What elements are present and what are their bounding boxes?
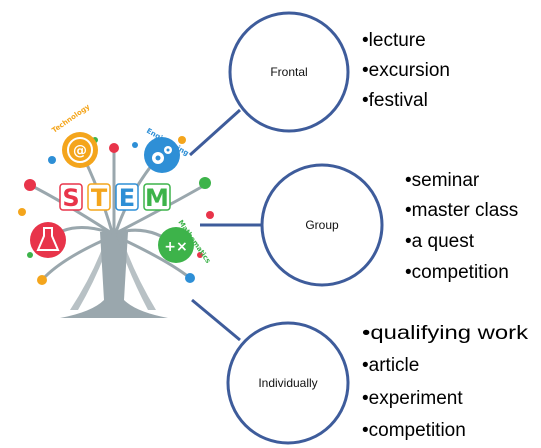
engineering-badge: Engineering [144, 127, 190, 173]
frontal-circle [228, 11, 350, 133]
stem-tree-illustration: @ Technology Engineering Science +× Math… [18, 102, 214, 318]
frontal-item-3: •festival [362, 90, 428, 111]
stem-letters: S T E M [59, 183, 171, 212]
form-individually: Individually •qualifying work •article •… [226, 321, 529, 445]
frontal-label: Frontal [270, 65, 307, 79]
individually-item-1: •qualifying work [362, 323, 529, 344]
group-item-2: •master class [405, 200, 518, 221]
tree-trunk [60, 232, 168, 318]
stem-letter-s: S [62, 184, 79, 212]
stem-letter-m: M [145, 184, 169, 212]
stem-letter-e: E [119, 184, 135, 212]
technology-label: Technology [51, 102, 92, 134]
connectors [188, 108, 262, 342]
math-operators-icon: +× [164, 239, 187, 255]
individually-item-2: •article [362, 355, 419, 376]
frontal-item-2: •excursion [362, 60, 450, 81]
gear-icon [152, 146, 172, 164]
group-circle [260, 163, 384, 287]
individually-item-4: •competition [362, 420, 466, 441]
individually-circle [226, 321, 350, 445]
frontal-item-1: •lecture [362, 30, 426, 51]
group-item-1: •seminar [405, 170, 480, 191]
flask-icon [36, 227, 60, 251]
individually-item-3: •experiment [362, 388, 463, 409]
technology-badge: @ Technology [51, 102, 98, 168]
connector-individually [191, 298, 241, 342]
group-item-4: •competition [405, 262, 509, 283]
individually-label: Individually [258, 376, 317, 390]
at-sign-icon: @ [73, 143, 87, 159]
form-group: Group •seminar •master class •a quest •c… [260, 163, 518, 287]
stem-letter-t: T [91, 184, 108, 212]
science-badge: Science [24, 201, 66, 258]
connector-frontal [188, 108, 242, 157]
group-item-3: •a quest [405, 231, 475, 252]
group-label: Group [305, 218, 339, 232]
form-frontal: Frontal •lecture •excursion •festival [228, 11, 450, 133]
